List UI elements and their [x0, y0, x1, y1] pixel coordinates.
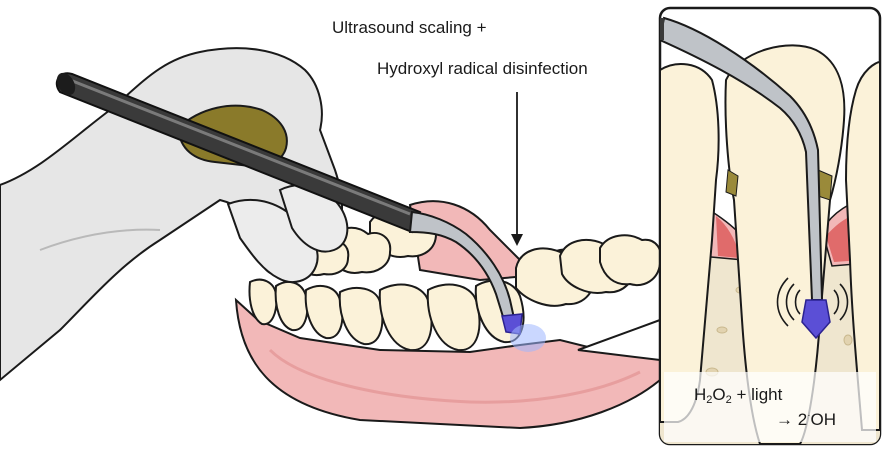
- reaction-oh: OH: [811, 410, 837, 429]
- reaction-rest: + light: [732, 385, 783, 404]
- reaction-reactants: H2O2 + light: [694, 385, 782, 406]
- tip-halo: [510, 324, 546, 352]
- reaction-h: H: [694, 385, 706, 404]
- inset-scaler-handle: [660, 18, 664, 40]
- formula-backdrop: [664, 372, 876, 442]
- annotation-line-1: Ultrasound scaling +: [332, 18, 487, 38]
- reaction-product: → 2·OH: [776, 410, 836, 430]
- annotation-line-2: Hydroxyl radical disinfection: [377, 59, 588, 79]
- reaction-arrow: → 2: [776, 410, 807, 429]
- reaction-o: O: [712, 385, 725, 404]
- inset-panel: [660, 8, 880, 449]
- pointer-arrow-head: [511, 234, 523, 246]
